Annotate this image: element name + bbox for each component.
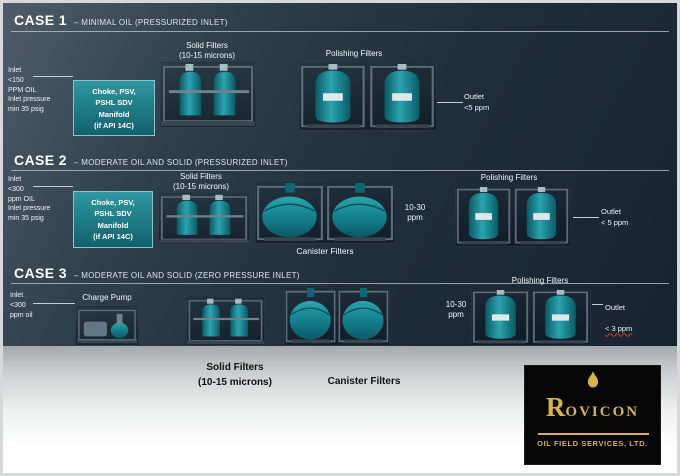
case2-canister-filters-image: [255, 182, 395, 244]
rovicon-logo: ROVICON OIL FIELD SERVICES, LTD.: [524, 365, 661, 465]
case2-solid-filters-label: Solid Filters (10-15 microns): [172, 172, 229, 192]
case2-title: CASE 2: [14, 152, 67, 168]
case2-polishing-filters-image: [455, 186, 571, 247]
case3-subtitle: – MODERATE OIL AND SOLID (ZERO PRESSURE …: [73, 271, 300, 280]
case3-canister-filters-image: [284, 287, 390, 346]
case1-solid-filter-skid-image: [160, 62, 256, 128]
case2-inlet-label: Inlet <300 ppm OIL Inlet pressure min 35…: [8, 176, 51, 223]
case3-header: CASE 3 – MODERATE OIL AND SOLID (ZERO PR…: [14, 265, 300, 281]
case1-title: CASE 1: [14, 12, 67, 28]
case3-title: CASE 3: [14, 265, 67, 281]
logo-initial: R: [545, 392, 566, 422]
polishing-filters-graphic: [472, 290, 589, 344]
case2-divider-line: [11, 170, 669, 171]
case2-outlet-flow-line: [573, 217, 599, 218]
flame-icon: [587, 371, 598, 388]
solid-filter-skid-graphic: [187, 298, 264, 345]
case3-outlet-label: Outlet < 3 ppm: [605, 292, 655, 345]
case1-outlet-label: Outlet <5 ppm: [464, 92, 490, 112]
case3-outlet-line2: < 3 ppm: [605, 323, 633, 333]
case3-polishing-filters-label: Polishing Filters: [511, 276, 569, 285]
case3-charge-pump-image: [75, 306, 139, 346]
logo-rest: OVICON: [565, 404, 640, 420]
case1-solid-filters-label: Solid Filters (10-15 microns): [178, 41, 235, 61]
footer-canister-filters-label: Canister Filters: [327, 376, 401, 387]
case3-divider-line: [11, 283, 669, 284]
case3-inlet-flow-line: [33, 303, 75, 304]
case1-inlet-flow-line: [33, 76, 73, 77]
case2-mid-ppm-label: 10-30 ppm: [404, 203, 426, 223]
case2-header: CASE 2 – MODERATE OIL AND SOLID (PRESSUR…: [14, 152, 288, 168]
case1-polishing-filters-label: Polishing Filters: [325, 49, 383, 58]
case3-inlet-label: Inlet <300 ppm oil: [10, 292, 33, 319]
case1-header: CASE 1 – MINIMAL OIL (PRESSURIZED INLET): [14, 12, 228, 28]
logo-tagline: OIL FIELD SERVICES, LTD.: [537, 439, 648, 448]
logo-wordmark: ROVICON: [525, 392, 660, 423]
polishing-filters-graphic: [456, 187, 569, 245]
case3-mid-ppm-label: 10-30 ppm: [445, 300, 467, 320]
logo-divider-line: [538, 433, 649, 435]
case2-canister-filters-label: Canister Filters: [296, 246, 354, 256]
case2-inlet-flow-line: [33, 186, 73, 187]
footer-solid-filters-label: Solid Filters (10-15 microns): [198, 362, 272, 388]
case1-polishing-filters-image: [299, 63, 437, 131]
case1-outlet-flow-line: [437, 102, 463, 103]
case1-subtitle: – MINIMAL OIL (PRESSURIZED INLET): [73, 18, 228, 27]
case3-solid-filter-skid-image: [186, 297, 265, 346]
case1-manifold-box: Choke, PSV, PSHL SDV Manifold (if API 14…: [73, 80, 155, 136]
solid-filter-skid-graphic: [159, 194, 249, 244]
case1-inlet-label: Inlet <150 PPM OIL Inlet pressure min 35…: [8, 67, 51, 114]
polishing-filters-graphic: [301, 64, 434, 129]
case3-polishing-filters-image: [471, 289, 591, 346]
diagram-panel: CASE 1 – MINIMAL OIL (PRESSURIZED INLET)…: [3, 3, 677, 346]
case2-solid-filter-skid-image: [158, 193, 250, 245]
case3-charge-pump-label: Charge Pump: [82, 293, 132, 302]
charge-pump-graphic: [76, 309, 138, 344]
case2-manifold-box: Choke, PSV, PSHL SDV Manifold (if API 14…: [73, 191, 153, 248]
case2-polishing-filters-label: Polishing Filters: [480, 173, 538, 182]
case1-divider-line: [11, 31, 669, 32]
case3-outlet-flow-line: [592, 304, 603, 305]
case3-outlet-line1: Outlet: [605, 302, 626, 312]
solid-filter-skid-graphic: [161, 63, 255, 127]
case2-outlet-label: Outlet < 5 ppm: [601, 207, 629, 227]
case2-subtitle: – MODERATE OIL AND SOLID (PRESSURIZED IN…: [73, 158, 288, 167]
canister-filters-graphic: [257, 183, 393, 242]
canister-filters-graphic: [285, 288, 389, 344]
